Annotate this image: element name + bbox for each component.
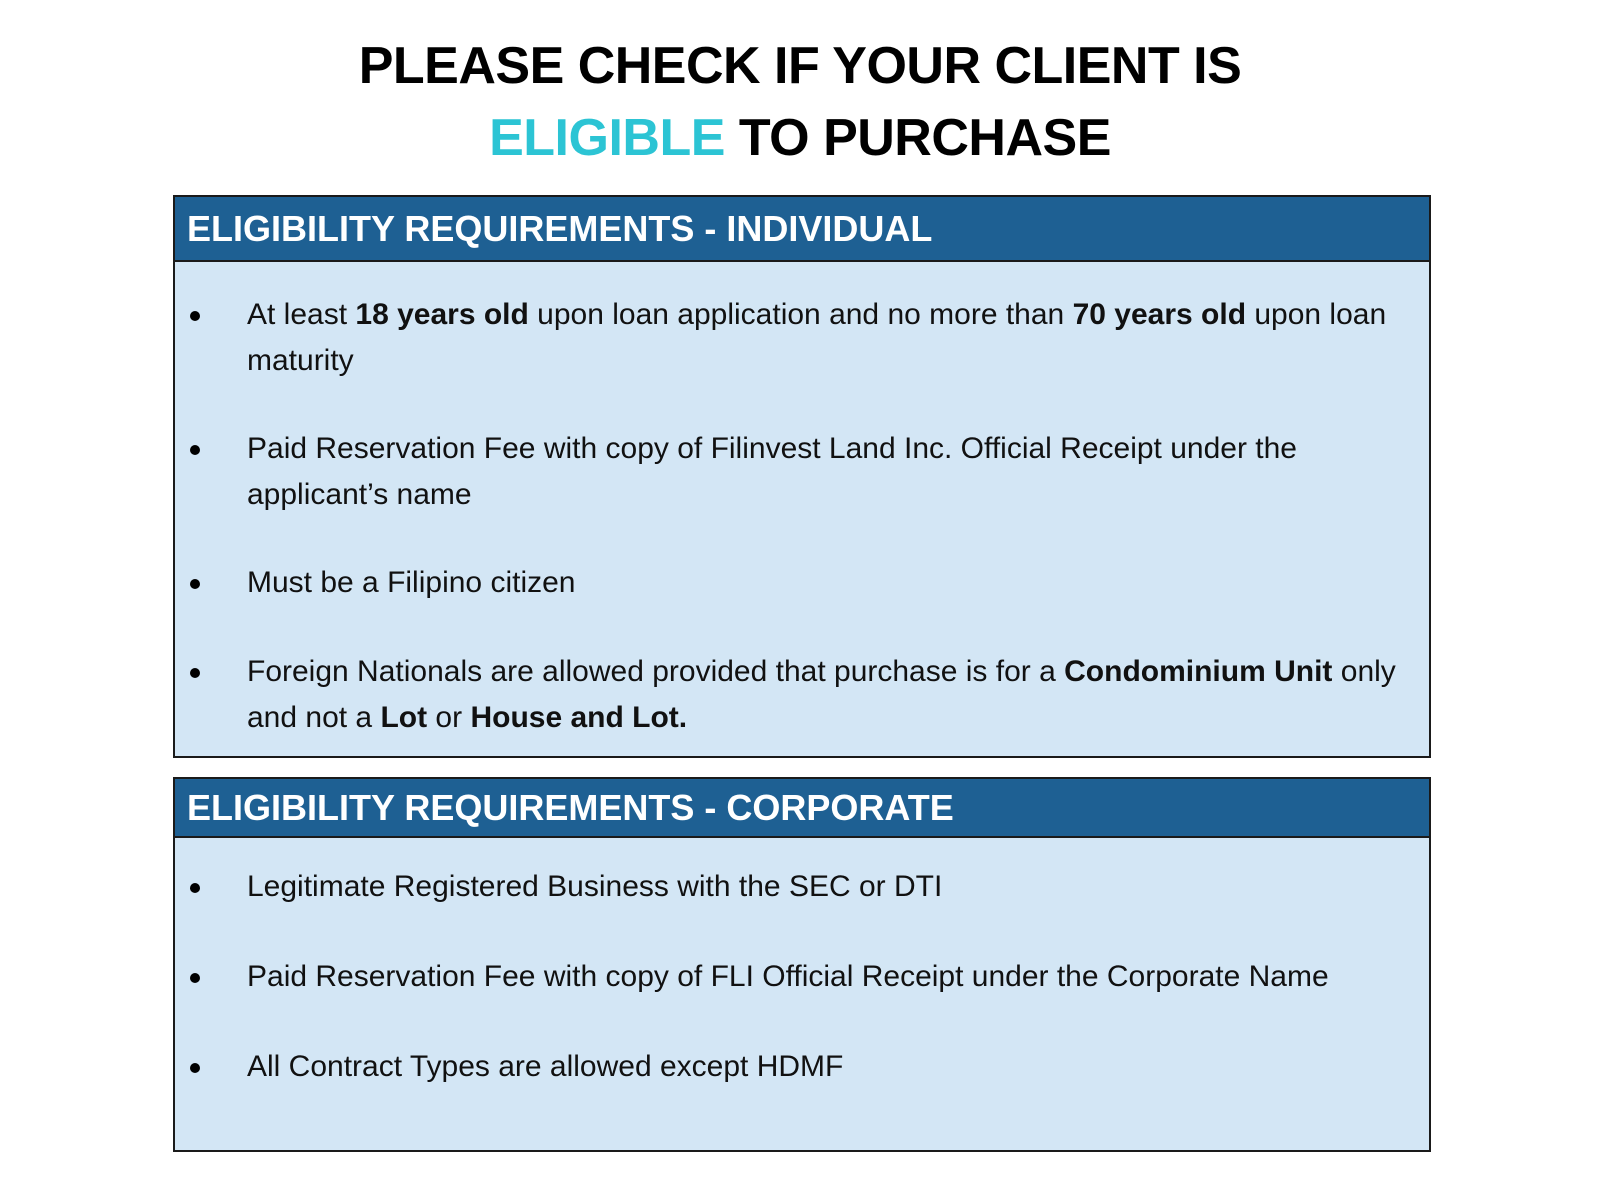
requirement-text: Paid Reservation Fee with copy of Filinv… (247, 426, 1417, 518)
corporate-panel-header: ELIGIBILITY REQUIREMENTS - CORPORATE (175, 779, 1429, 838)
bullet-icon (190, 579, 200, 589)
bullet-icon (190, 445, 200, 455)
individual-panel-header: ELIGIBILITY REQUIREMENTS - INDIVIDUAL (175, 197, 1429, 262)
requirement-text-part: Paid Reservation Fee with copy of Filinv… (247, 432, 1297, 511)
requirement-text: Legitimate Registered Business with the … (247, 864, 1417, 910)
requirement-text-part: Paid Reservation Fee with copy of FLI Of… (247, 960, 1329, 993)
requirement-text: All Contract Types are allowed except HD… (247, 1044, 1417, 1090)
title-line-2: ELIGIBLE TO PURCHASE (0, 102, 1600, 174)
bullet-icon (190, 883, 200, 893)
requirement-text-part: Foreign Nationals are allowed provided t… (247, 655, 1065, 688)
requirement-text-part: All Contract Types are allowed except HD… (247, 1050, 844, 1083)
requirement-text: Paid Reservation Fee with copy of FLI Of… (247, 954, 1417, 1000)
title-accent-word: ELIGIBLE (489, 109, 725, 167)
requirement-text: Foreign Nationals are allowed provided t… (247, 649, 1417, 741)
requirement-text-bold: House and Lot. (470, 701, 688, 734)
requirement-text-part: Must be a Filipino citizen (247, 566, 576, 599)
page-title: PLEASE CHECK IF YOUR CLIENT IS ELIGIBLE … (0, 30, 1600, 174)
requirement-text-part: Legitimate Registered Business with the … (247, 870, 943, 903)
bullet-icon (190, 973, 200, 983)
corporate-requirements-panel: ELIGIBILITY REQUIREMENTS - CORPORATE Leg… (173, 777, 1431, 1152)
requirement-text-part: or (427, 701, 471, 734)
requirement-text-part: only and not a (247, 655, 1396, 734)
requirement-text-bold: Lot (380, 701, 428, 734)
requirement-text: At least 18 years old upon loan applicat… (247, 292, 1417, 384)
requirement-text-part: At least (247, 298, 356, 331)
bullet-icon (190, 668, 200, 678)
title-line-2-rest: TO PURCHASE (724, 109, 1112, 167)
requirement-text: Must be a Filipino citizen (247, 560, 1417, 606)
requirement-text-bold: 70 years old (1072, 298, 1247, 331)
requirement-text-part: upon loan application and no more than (528, 298, 1073, 331)
requirement-text-part: upon loan maturity (247, 298, 1387, 377)
individual-requirements-panel: ELIGIBILITY REQUIREMENTS - INDIVIDUAL At… (173, 195, 1431, 758)
title-line-1: PLEASE CHECK IF YOUR CLIENT IS (358, 37, 1242, 95)
bullet-icon (190, 311, 200, 321)
requirement-text-bold: 18 years old (355, 298, 529, 331)
requirement-text-bold: Condominium Unit (1064, 655, 1333, 688)
bullet-icon (190, 1063, 200, 1073)
